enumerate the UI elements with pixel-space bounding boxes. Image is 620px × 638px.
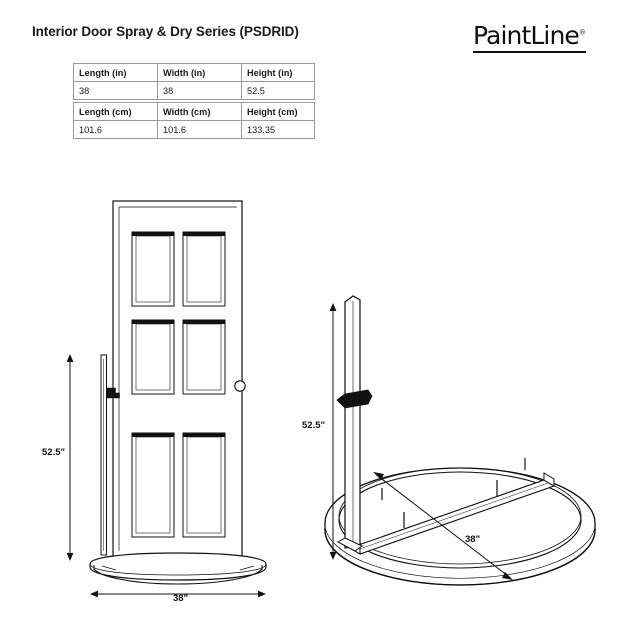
- column-header-width-in: Width (in): [157, 63, 242, 82]
- paintline-logo: PaintLine®: [473, 21, 586, 53]
- cross-support-bar: [348, 458, 556, 555]
- column-header-height-in: Height (in): [241, 63, 315, 82]
- dimensions-table: Length (in) Width (in) Height (in) 38 38…: [73, 63, 315, 139]
- doorknob-icon: [234, 380, 246, 392]
- table-row: Length (in) Width (in) Height (in): [73, 63, 315, 82]
- value-length-cm: 101.6: [73, 120, 158, 139]
- post-bracket: [106, 387, 120, 399]
- page-title: Interior Door Spray & Dry Series (PSDRID…: [32, 24, 299, 39]
- height-dimension-arrow: [66, 354, 74, 561]
- column-header-width-cm: Width (cm): [157, 102, 242, 121]
- column-header-length-in: Length (in): [73, 63, 158, 82]
- logo-trademark-icon: ®: [578, 28, 586, 37]
- vertical-post: [336, 295, 373, 552]
- left-height-dimension-label: 52.5": [42, 447, 65, 458]
- right-diameter-dimension-label: 38": [465, 534, 481, 545]
- turntable-base: [89, 552, 267, 585]
- turntable-ring: [324, 467, 596, 586]
- column-header-length-cm: Length (cm): [73, 102, 158, 121]
- left-width-dimension-label: 38": [173, 593, 189, 604]
- value-length-in: 38: [73, 81, 158, 100]
- width-dimension-arrow: [90, 590, 266, 598]
- diameter-dimension-arrow: [373, 472, 513, 580]
- value-width-cm: 101.6: [157, 120, 242, 139]
- table-row: 38 38 52.5: [73, 81, 315, 100]
- door-panels: [131, 231, 226, 538]
- post-clamp-bracket: [336, 389, 373, 409]
- logo-text: PaintLine: [473, 21, 580, 50]
- table-row: Length (cm) Width (cm) Height (cm): [73, 102, 315, 121]
- table-row: 101.6 101.6 133.35: [73, 120, 315, 139]
- column-header-height-cm: Height (cm): [241, 102, 315, 121]
- value-width-in: 38: [157, 81, 242, 100]
- height-dimension-arrow: [329, 303, 337, 560]
- front-elevation-drawing: [66, 200, 267, 598]
- right-height-dimension-label: 52.5": [302, 420, 325, 431]
- perspective-base-drawing: [324, 295, 596, 586]
- vertical-support-post: [100, 354, 120, 556]
- value-height-in: 52.5: [241, 81, 315, 100]
- value-height-cm: 133.35: [241, 120, 315, 139]
